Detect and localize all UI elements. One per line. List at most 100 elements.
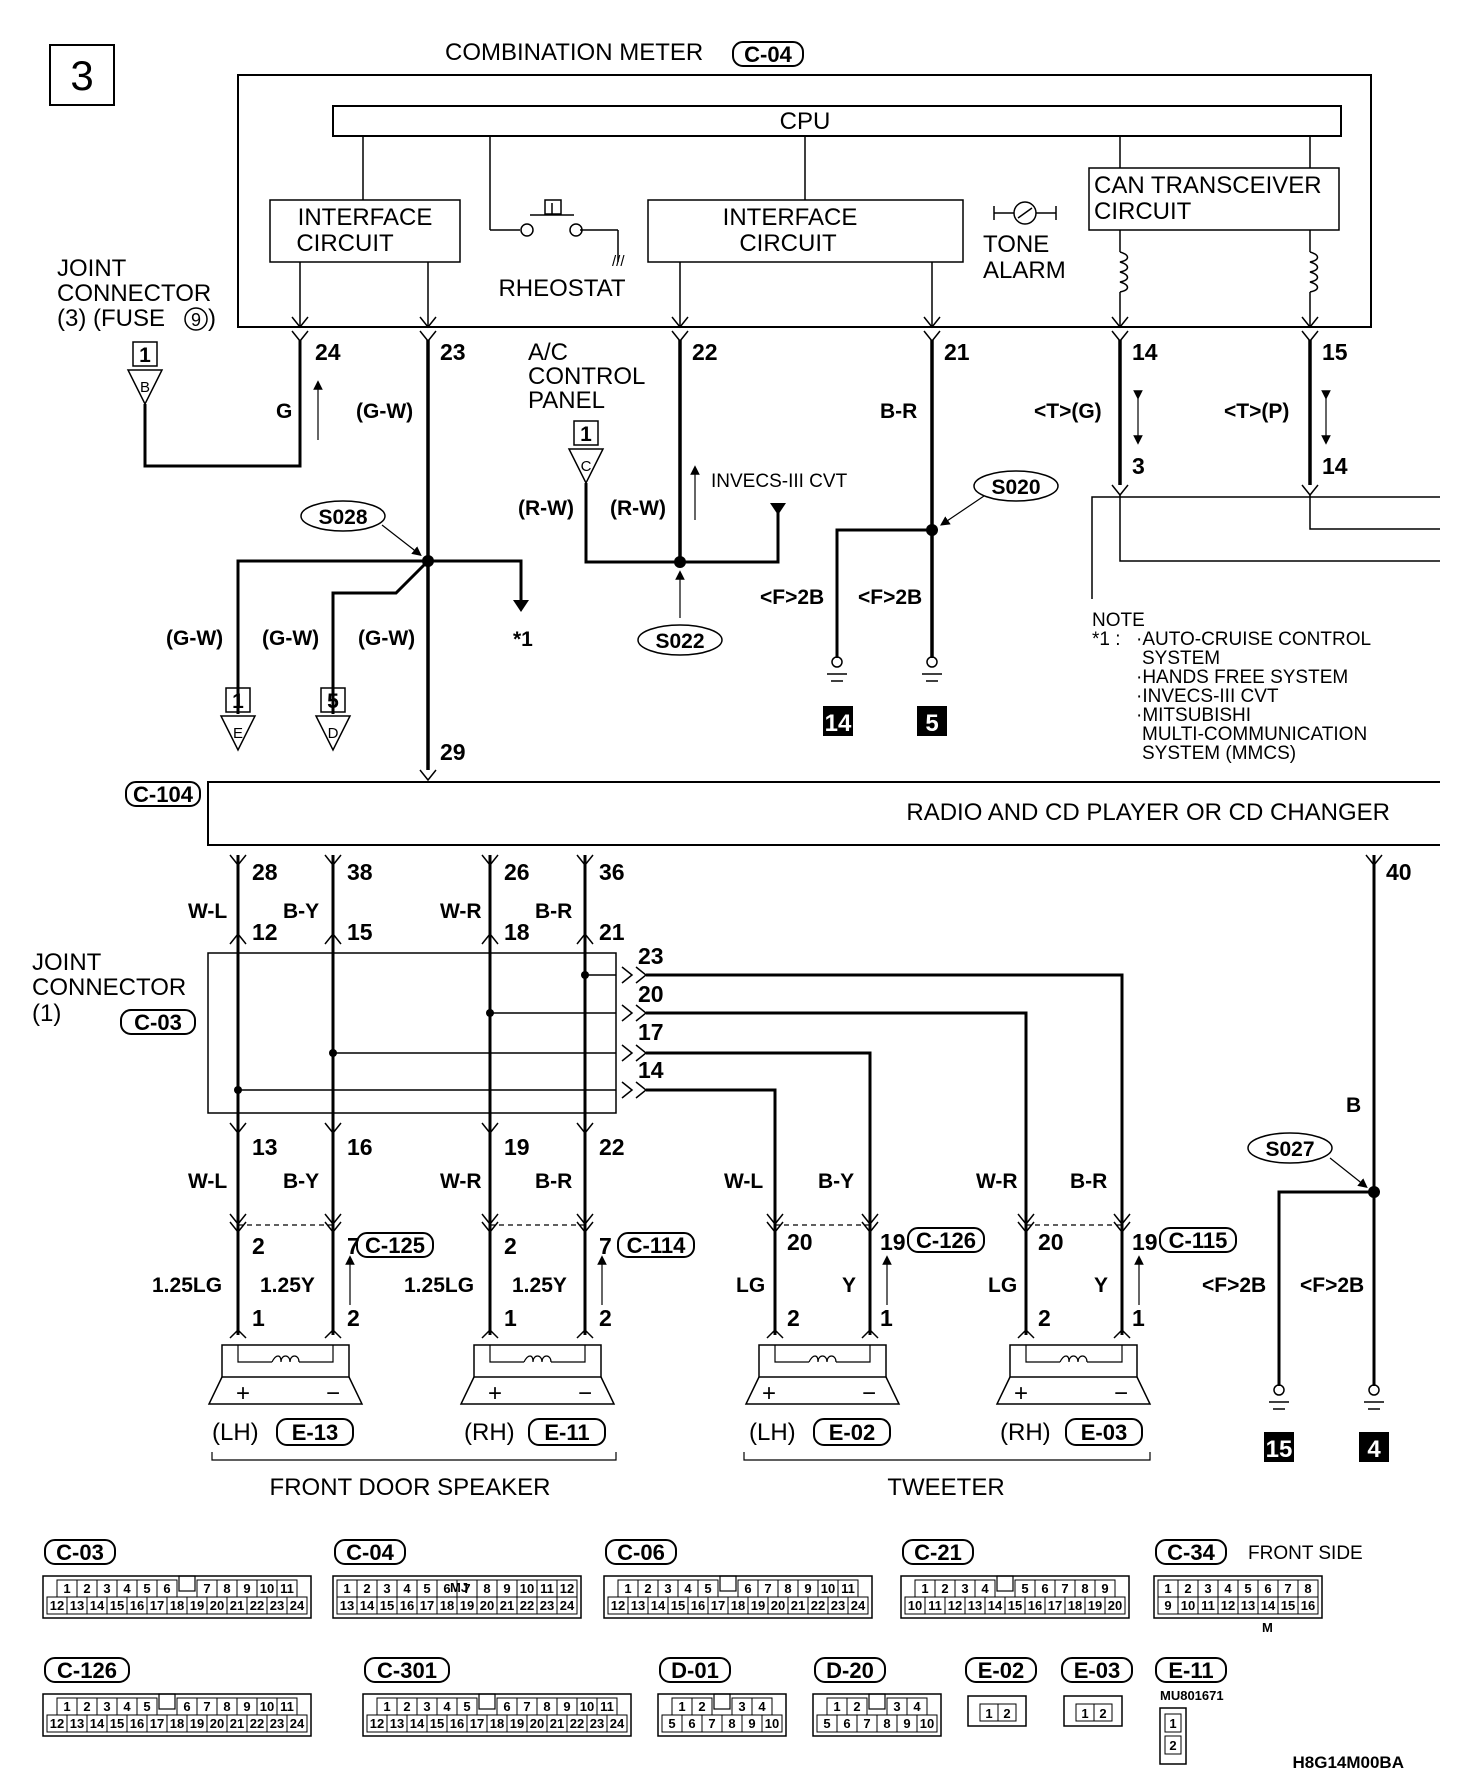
ac-panel-line3: PANEL <box>528 387 605 414</box>
tweeter-label: TWEETER <box>887 1474 1004 1501</box>
c301-view-r1-pin: 6 <box>503 1699 510 1714</box>
radio-title: RADIO AND CD PLAYER OR CD CHANGER <box>906 799 1390 826</box>
wire-gw-branch-star <box>428 559 523 605</box>
c34-view-r1-pin: 3 <box>1204 1581 1211 1596</box>
speaker-2: 2 7 C-114 1.25LG 1.25Y 1 2 + − (RH) E-11 <box>404 1213 695 1446</box>
c34-view-outline <box>1153 1575 1323 1619</box>
c301-view-r2-pin: 18 <box>490 1716 504 1731</box>
c03-view-r2-cell <box>286 1596 308 1615</box>
c34-view-r2-pin: 11 <box>1201 1598 1215 1613</box>
c06-view-r1-pin: 8 <box>784 1581 791 1596</box>
meter-pin-22: 22 <box>692 339 718 365</box>
jc1-right-14: 14 <box>638 1057 664 1083</box>
plus-icon: + <box>1014 1380 1028 1407</box>
combination-meter-connector: C-04 <box>744 42 792 67</box>
wire-label-wr-1: W-R <box>440 900 482 923</box>
tweeter-2: 20 19 C-115 LG Y 2 1 + − (RH) E-03 <box>988 1213 1237 1446</box>
c04-view-label: C-04 <box>346 1540 394 1565</box>
tone-alarm-line1: TONE <box>983 231 1049 258</box>
c301-view-r2-pin: 17 <box>470 1716 484 1731</box>
s028-arrow <box>381 524 422 556</box>
c06-view-r2-pin: 16 <box>691 1598 705 1613</box>
tweeter-1-side: (LH) <box>749 1419 796 1446</box>
c301-view-r1-pin: 7 <box>523 1699 530 1714</box>
c34-view-r2-pin: 10 <box>1181 1598 1195 1613</box>
jc1-right-17: 17 <box>638 1019 664 1045</box>
c21-view-r2-pin: 14 <box>988 1598 1003 1613</box>
wire-label-br: B-R <box>880 400 917 423</box>
can-coil-icons <box>1119 230 1319 293</box>
c06-view-r2-pin: 19 <box>751 1598 765 1613</box>
radio-box <box>207 781 1440 846</box>
c301-view-r2-pin: 20 <box>530 1716 544 1731</box>
c126-view-r2-pin: 18 <box>170 1716 184 1731</box>
c03-view-r1-pin: 2 <box>83 1581 90 1596</box>
front-door-label: FRONT DOOR SPEAKER <box>270 1474 551 1501</box>
c03-view-r1-pin: 7 <box>203 1581 210 1596</box>
tweeter-wires <box>646 973 1124 1335</box>
speaker-1-lg: 1.25LG <box>152 1274 222 1297</box>
d20-view-r1-pin: 1 <box>833 1699 840 1714</box>
wire-label-br-2: B-R <box>535 1170 572 1193</box>
c21-view-r1-pin: 2 <box>941 1581 948 1596</box>
ref-d-num: 5 <box>327 690 339 713</box>
c126-view-r2-pin: 23 <box>270 1716 284 1731</box>
star-ref: *1 <box>513 628 533 651</box>
wire-label-f2b-2: <F>2B <box>858 586 922 609</box>
jc1-bottom-13: 13 <box>252 1134 278 1160</box>
doc-code: H8G14M00BA <box>1293 1753 1405 1772</box>
e02-view-pin: 2 <box>1003 1706 1010 1721</box>
ac-panel-line2: CONTROL <box>528 363 645 390</box>
c04-view-r1-pin: 9 <box>503 1581 510 1596</box>
can-continuation <box>1091 484 1440 599</box>
wire-label-f2b-4: <F>2B <box>1300 1274 1364 1297</box>
splice-s027-label: S027 <box>1265 1138 1314 1161</box>
c21-view-r1-pin: 3 <box>961 1581 968 1596</box>
d20-view-r2-pin: 7 <box>863 1716 870 1731</box>
interface-left-line1: INTERFACE <box>298 204 433 231</box>
c03-view-r1-pin: 4 <box>123 1581 131 1596</box>
d20-view-r1-pin: 3 <box>893 1699 900 1714</box>
c126-view-r1-pin: 1 <box>63 1699 70 1714</box>
splice-s020-label: S020 <box>991 476 1040 499</box>
e11-cell <box>1164 1713 1182 1733</box>
wire-label-gw-3: (G-W) <box>358 627 415 650</box>
ground-15: 15 <box>1266 1436 1293 1463</box>
c03-view-r1-key <box>178 1575 196 1592</box>
c06-view-r2-cell <box>847 1596 869 1615</box>
c126-view-r2-pin: 16 <box>130 1716 144 1731</box>
c06-view-r1-pin: 9 <box>804 1581 811 1596</box>
c126-view-outline <box>42 1693 312 1737</box>
jc1-top-18: 18 <box>504 919 530 945</box>
c04-view-outline <box>332 1575 582 1619</box>
c21-view-r1-pin: 5 <box>1021 1581 1028 1596</box>
c34-view-r1-pin: 4 <box>1224 1581 1232 1596</box>
e11-cell <box>1164 1735 1182 1755</box>
radio-pin-40: 40 <box>1386 859 1412 885</box>
c06-view-r2-pin: 24 <box>851 1598 866 1613</box>
plus-icon: + <box>488 1380 502 1407</box>
joint-connector-1-box <box>207 952 617 1114</box>
note-star: *1 : <box>1092 629 1121 650</box>
e03-view-pin: 2 <box>1099 1706 1106 1721</box>
c126-view-r1-pin: 10 <box>260 1699 274 1714</box>
radio-connector: C-104 <box>133 782 194 807</box>
d20-view-r2-pin: 6 <box>843 1716 850 1731</box>
c04-view-r2-cell <box>556 1596 578 1615</box>
c06-view-r2-pin: 23 <box>831 1598 845 1613</box>
c34-view-r1-pin: 8 <box>1304 1581 1311 1596</box>
c301-view-r2-pin: 15 <box>430 1716 444 1731</box>
c126-view-label-box <box>44 1657 130 1683</box>
tweeter-brace <box>743 1452 1151 1461</box>
speaker-1-conn: E-13 <box>292 1420 338 1445</box>
c34-view-r1-pin: 7 <box>1284 1581 1291 1596</box>
tweeter-1-p2: 19 <box>880 1229 906 1255</box>
c03-view-r2-pin: 15 <box>110 1598 124 1613</box>
jc1-top-12: 12 <box>252 919 278 945</box>
speaker-2-y: 1.25Y <box>512 1274 567 1297</box>
c03-view-r2-pin: 23 <box>270 1598 284 1613</box>
speaker-2-jconn: C-114 <box>627 1233 686 1258</box>
joint-connector-1-line2: CONNECTOR <box>32 974 186 1001</box>
c126-view-r1-pin: 5 <box>143 1699 150 1714</box>
ref-b-num: 1 <box>139 344 151 367</box>
